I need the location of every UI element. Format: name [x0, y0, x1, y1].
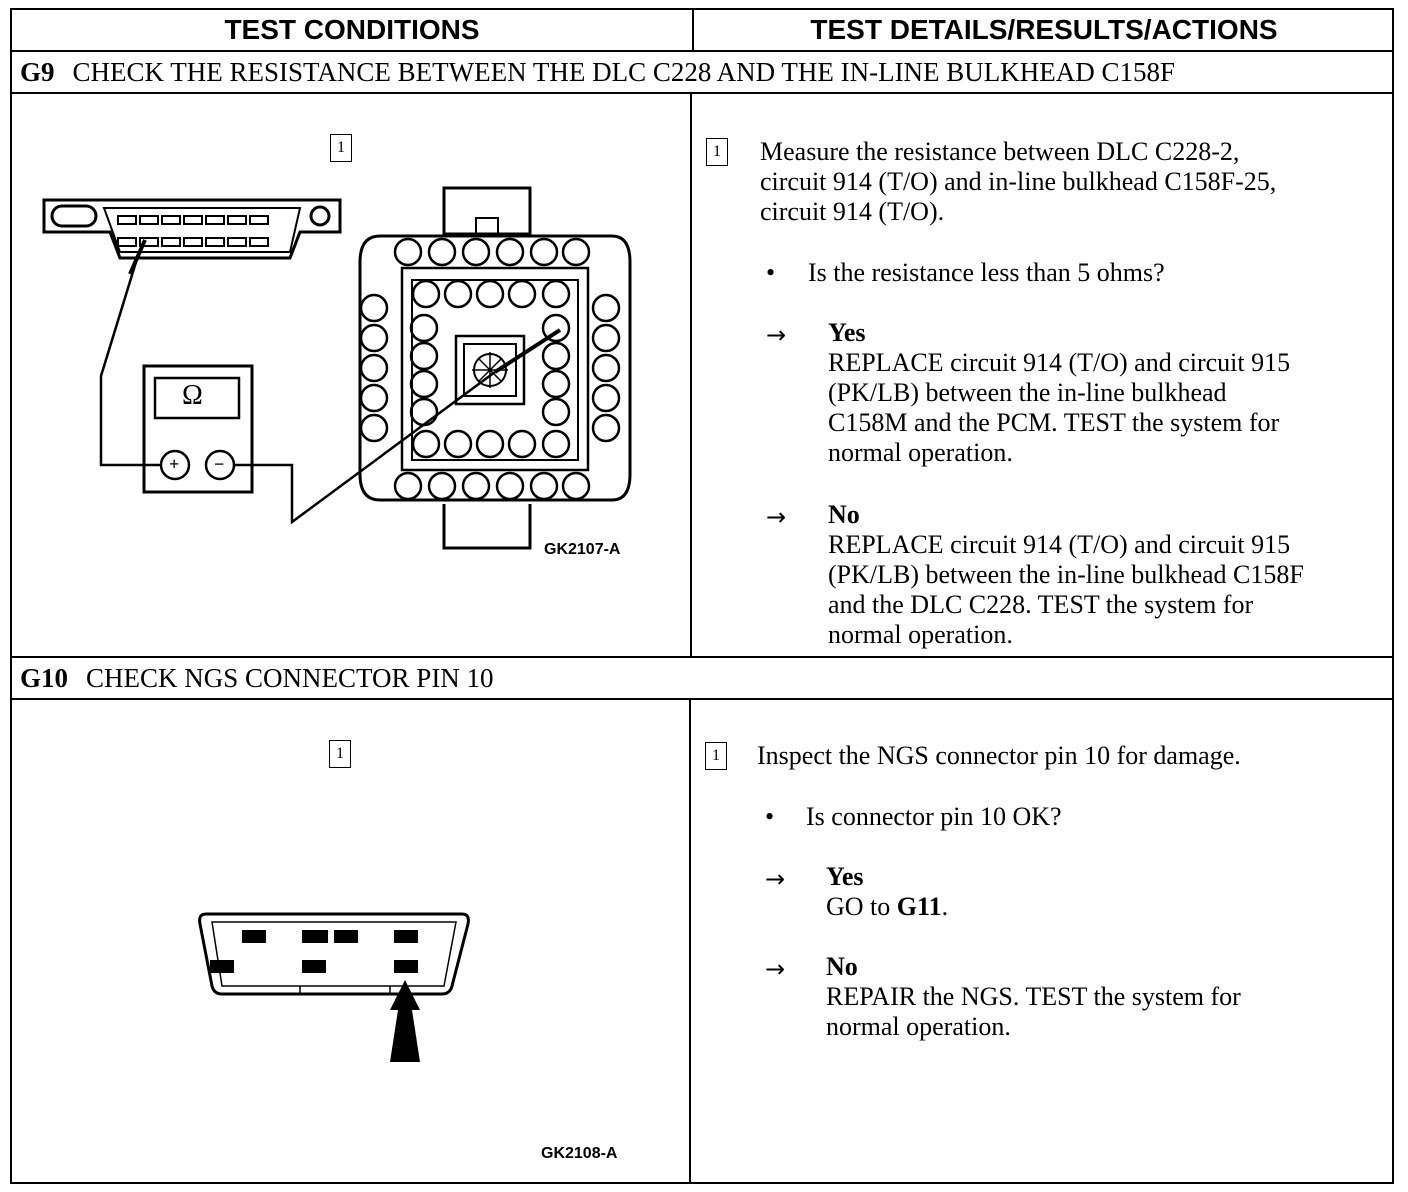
- g9-no-arrow-icon: →: [766, 503, 787, 531]
- g10-yes-text-suffix: .: [941, 892, 949, 921]
- g9-yes-line-2: (PK/LB) between the in-line bulkhead: [828, 378, 1227, 407]
- g10-bullet-icon: •: [765, 802, 775, 831]
- header-test-conditions: TEST CONDITIONS: [12, 10, 694, 50]
- bulkhead-connector: [358, 186, 632, 550]
- pin-10-arrow-icon: [390, 980, 420, 1062]
- g9-title-divider: [12, 92, 1392, 94]
- g9-no-line-4: normal operation.: [828, 620, 1013, 649]
- g9-no-line-3: and the DLC C228. TEST the system for: [828, 590, 1254, 619]
- header-test-details: TEST DETAILS/RESULTS/ACTIONS: [810, 14, 1278, 45]
- g10-instruction: Inspect the NGS connector pin 10 for dam…: [757, 741, 1241, 770]
- g10-figure-id: GK2108-A: [541, 1145, 618, 1162]
- g9-id: G9: [20, 57, 55, 87]
- g10-figure-step-box: 1: [329, 740, 351, 768]
- g10-no-label: No: [826, 952, 858, 981]
- ngs-connector: [198, 912, 470, 996]
- ohm-icon: Ω: [182, 380, 203, 411]
- g10-title: CHECK NGS CONNECTOR PIN 10: [86, 663, 494, 693]
- bulkhead-pins: [359, 237, 621, 501]
- g9-yes-label: Yes: [828, 318, 866, 347]
- dlc-mount-hole-right: [309, 205, 331, 227]
- g10-top-divider: [12, 656, 1392, 658]
- g10-yes-label: Yes: [826, 862, 864, 891]
- dlc-mount-hole-left: [50, 204, 98, 228]
- g9-step-box: 1: [706, 138, 728, 166]
- g9-no-label: No: [828, 500, 860, 529]
- g10-step-box: 1: [705, 742, 727, 770]
- g9-instruction-line-1: Measure the resistance between DLC C228-…: [760, 137, 1240, 166]
- g10-yes-goto-link[interactable]: G11: [896, 892, 942, 921]
- g9-instruction-line-2: circuit 914 (T/O) and in-line bulkhead C…: [760, 167, 1277, 196]
- diagnostic-table: TEST CONDITIONS TEST DETAILS/RESULTS/ACT…: [10, 8, 1394, 1184]
- g9-bullet-icon: •: [766, 258, 776, 287]
- g9-question: Is the resistance less than 5 ohms?: [808, 258, 1165, 287]
- g10-section-title: G10 CHECK NGS CONNECTOR PIN 10: [20, 658, 494, 698]
- g9-yes-line-4: normal operation.: [828, 438, 1013, 467]
- g10-title-divider: [12, 698, 1392, 700]
- g10-yes-arrow-icon: →: [765, 865, 786, 893]
- g9-title: CHECK THE RESISTANCE BETWEEN THE DLC C22…: [72, 57, 1176, 87]
- ngs-pins: [210, 930, 418, 973]
- g10-no-line-1: REPAIR the NGS. TEST the system for: [826, 982, 1241, 1011]
- g9-column-divider: [690, 94, 692, 656]
- g9-yes-line-3: C158M and the PCM. TEST the system for: [828, 408, 1280, 437]
- dlc-pins: [117, 215, 269, 247]
- g9-yes-arrow-icon: →: [766, 321, 787, 349]
- probe-leads: [99, 239, 562, 525]
- g10-no-arrow-icon: →: [765, 955, 786, 983]
- g9-figure-id: GK2107-A: [544, 541, 621, 558]
- g10-question: Is connector pin 10 OK?: [806, 802, 1062, 831]
- g10-column-divider: [689, 700, 691, 1184]
- g10-yes-text-prefix: GO to: [826, 892, 897, 921]
- header-divider: [12, 50, 1392, 52]
- g9-yes-line-1: REPLACE circuit 914 (T/O) and circuit 91…: [828, 348, 1291, 377]
- g9-instruction-line-3: circuit 914 (T/O).: [760, 197, 945, 226]
- dlc-connector-body: [42, 198, 342, 260]
- g10-no-line-2: normal operation.: [826, 1012, 1011, 1041]
- g9-no-line-1: REPLACE circuit 914 (T/O) and circuit 91…: [828, 530, 1291, 559]
- plus-icon: +: [169, 454, 180, 474]
- g9-section-title: G9 CHECK THE RESISTANCE BETWEEN THE DLC C…: [20, 52, 1175, 92]
- g9-no-line-2: (PK/LB) between the in-line bulkhead C15…: [828, 560, 1304, 589]
- g9-figure-step-box: 1: [330, 134, 352, 162]
- g10-id: G10: [20, 663, 69, 693]
- minus-icon: −: [214, 454, 225, 474]
- g10-yes-text: GO to G11.: [826, 892, 948, 922]
